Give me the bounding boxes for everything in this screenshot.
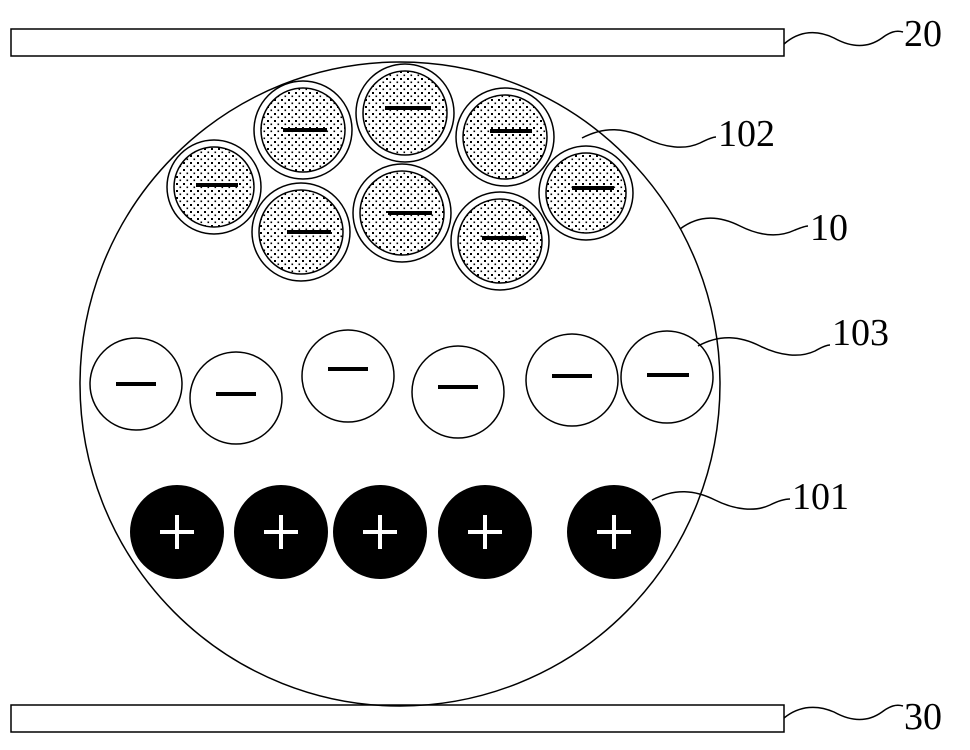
minus-sign-icon [647,373,689,377]
top-plate-leader-line [783,30,904,47]
minus-sign-icon [328,367,368,371]
negative-particle-group [89,329,714,445]
minus-sign-icon [388,211,432,215]
bottom-electrode-plate [10,704,785,733]
negative-particle [301,329,395,423]
dotted-particle-label: 102 [718,113,775,155]
top-plate-label: 20 [904,13,942,55]
dotted-particle-group [166,63,634,291]
minus-sign-icon [552,374,592,378]
plus-sign-icon [483,515,487,549]
positive-particle [567,485,661,579]
minus-sign-icon [490,129,532,133]
positive-particle [438,485,532,579]
minus-sign-icon [283,128,327,132]
dotted-particle [253,80,353,180]
positive-particle [234,485,328,579]
dotted-particle [352,163,452,263]
dotted-particle [450,191,550,291]
negative-particle [411,345,505,439]
capsule-outline [79,61,721,707]
negative-particle-label: 103 [832,312,889,354]
plus-sign-icon [378,515,382,549]
negative-particle [189,351,283,445]
positive-particle-leader-line [651,491,791,510]
dotted-particle [251,182,351,282]
minus-sign-icon [116,382,156,386]
minus-sign-icon [572,186,614,190]
positive-particle [333,485,427,579]
minus-sign-icon [438,385,478,389]
minus-sign-icon [196,183,238,187]
capsule-leader-line [679,217,809,236]
minus-sign-icon [216,392,256,396]
minus-sign-icon [385,106,431,110]
positive-particle-label: 101 [792,476,849,518]
dotted-particle-leader-line [581,129,717,148]
plus-sign-icon [175,515,179,549]
positive-particle-group [130,485,661,579]
negative-particle-leader-line [697,337,831,356]
dotted-particle [455,87,555,187]
minus-sign-icon [482,236,526,240]
dotted-particle [355,63,455,163]
bottom-plate-label: 30 [904,696,942,738]
negative-particle [620,330,714,424]
positive-particle [130,485,224,579]
negative-particle [525,333,619,427]
plus-sign-icon [612,515,616,549]
top-electrode-plate [10,28,785,57]
bottom-plate-leader-line [783,704,904,721]
dotted-particle [538,145,634,241]
capsule-label: 10 [810,207,848,249]
plus-sign-icon [279,515,283,549]
dotted-particle [166,139,262,235]
negative-particle [89,337,183,431]
minus-sign-icon [287,230,331,234]
